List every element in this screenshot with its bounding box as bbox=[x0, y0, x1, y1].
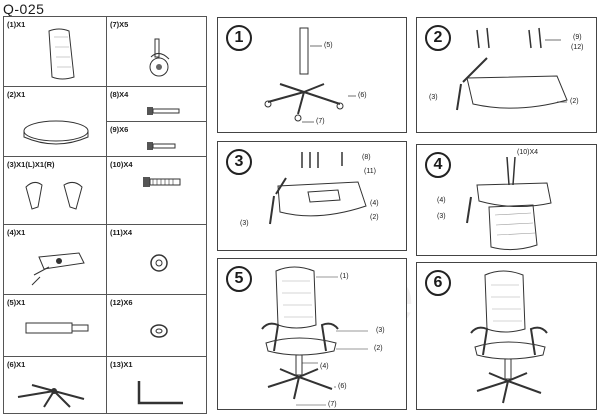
step-4-panel: 4 (10)X4 (4) (3) bbox=[416, 144, 597, 256]
step-number: 4 bbox=[425, 152, 451, 178]
callout-label: (2) bbox=[374, 345, 383, 352]
part-label: (13)X1 bbox=[110, 360, 133, 369]
part-label: (12)X6 bbox=[110, 298, 133, 307]
part-label: (4)X1 bbox=[7, 228, 26, 237]
part-bolt-10: (10)X4 bbox=[107, 157, 206, 225]
step-number: 6 bbox=[425, 270, 451, 296]
callout-label: (7) bbox=[316, 118, 325, 125]
callout-label: (4) bbox=[437, 197, 446, 204]
part-gas-lift: (5)X1 bbox=[4, 295, 107, 357]
finished-chair-diagram bbox=[470, 270, 548, 404]
seat-cushion-icon bbox=[23, 120, 89, 145]
callout-label: (2) bbox=[370, 214, 379, 221]
washer-icon bbox=[150, 324, 168, 338]
bolt-icon bbox=[147, 142, 176, 150]
long-bolt-icon bbox=[143, 177, 181, 187]
part-hex-key: (13)X1 bbox=[107, 357, 206, 413]
part-bolt-8: (8)X4 bbox=[107, 87, 206, 122]
part-mechanism: (4)X1 bbox=[4, 225, 107, 295]
callout-label: (1) bbox=[340, 273, 349, 280]
part-base: (6)X1 bbox=[4, 357, 107, 413]
step-number: 1 bbox=[226, 25, 252, 51]
callout-label: (3) bbox=[240, 220, 249, 227]
part-bolt-9: (9)X6 bbox=[107, 122, 206, 157]
part-label: (7)X5 bbox=[110, 20, 129, 29]
callout-label: (4) bbox=[370, 200, 379, 207]
caster-icon bbox=[149, 38, 170, 77]
mechanism-seat-diagram bbox=[269, 152, 367, 225]
hex-key-icon bbox=[137, 381, 183, 405]
callout-label: (3) bbox=[376, 327, 385, 334]
step-number: 2 bbox=[425, 25, 451, 51]
part-label: (6)X1 bbox=[7, 360, 26, 369]
part-seat: (2)X1 bbox=[4, 87, 107, 157]
callout-label: (8) bbox=[362, 154, 371, 161]
step-number: 5 bbox=[226, 266, 252, 292]
part-label: (1)X1 bbox=[7, 20, 26, 29]
step-2-panel: 2 (9) (12) (3) (2) bbox=[416, 17, 597, 133]
part-washer-11: (11)X4 bbox=[107, 225, 206, 295]
part-armrest: (3)X1(L)X1(R) bbox=[4, 157, 107, 225]
chair-assembly-diagram bbox=[261, 266, 368, 406]
backrest-attach-diagram bbox=[466, 156, 552, 251]
callout-label: (10)X4 bbox=[517, 149, 539, 156]
part-label: (5)X1 bbox=[7, 298, 26, 307]
part-label: (9)X6 bbox=[110, 125, 129, 134]
callout-label: (7) bbox=[328, 401, 337, 408]
backrest-icon bbox=[48, 28, 75, 80]
part-label: (8)X4 bbox=[110, 90, 129, 99]
step-number: 3 bbox=[226, 149, 252, 175]
step-6-panel: 6 bbox=[416, 262, 597, 410]
gas-lift-base-diagram bbox=[264, 27, 356, 123]
gas-lift-icon bbox=[25, 322, 89, 334]
tilt-mechanism-icon bbox=[31, 252, 85, 286]
part-label: (2)X1 bbox=[7, 90, 26, 99]
parts-list: (1)X1 (7)X5 (2)X1 (8)X4 (9)X6 bbox=[3, 16, 207, 414]
model-title: Q-025 bbox=[3, 1, 45, 17]
callout-label: (3) bbox=[429, 94, 438, 101]
callout-label: (11) bbox=[364, 168, 376, 175]
step-1-panel: 1 (5) (6) (7) bbox=[217, 17, 407, 133]
callout-label: (12) bbox=[571, 44, 584, 51]
part-caster: (7)X5 bbox=[107, 17, 206, 87]
part-label: (10)X4 bbox=[110, 160, 133, 169]
seat-armrest-diagram bbox=[456, 27, 568, 111]
step-5-panel: 5 (1) (3) (2) (4) (6) (7) bbox=[217, 258, 407, 410]
part-label: (3)X1(L)X1(R) bbox=[7, 160, 55, 169]
callout-label: (4) bbox=[320, 363, 329, 370]
washer-icon bbox=[150, 254, 168, 272]
base-icon bbox=[17, 384, 85, 408]
callout-label: (3) bbox=[437, 213, 446, 220]
callout-label: (6) bbox=[358, 92, 367, 99]
callout-label: (9) bbox=[573, 34, 582, 41]
step-3-panel: 3 (8) (11) (4) (2) (3) bbox=[217, 141, 407, 251]
bolt-icon bbox=[147, 107, 180, 115]
callout-label: (5) bbox=[324, 42, 333, 49]
armrest-icon bbox=[25, 181, 83, 210]
callout-label: (6) bbox=[338, 383, 347, 390]
callout-label: (2) bbox=[570, 98, 579, 105]
part-backrest: (1)X1 bbox=[4, 17, 107, 87]
part-washer-12: (12)X6 bbox=[107, 295, 206, 357]
part-label: (11)X4 bbox=[110, 228, 133, 237]
